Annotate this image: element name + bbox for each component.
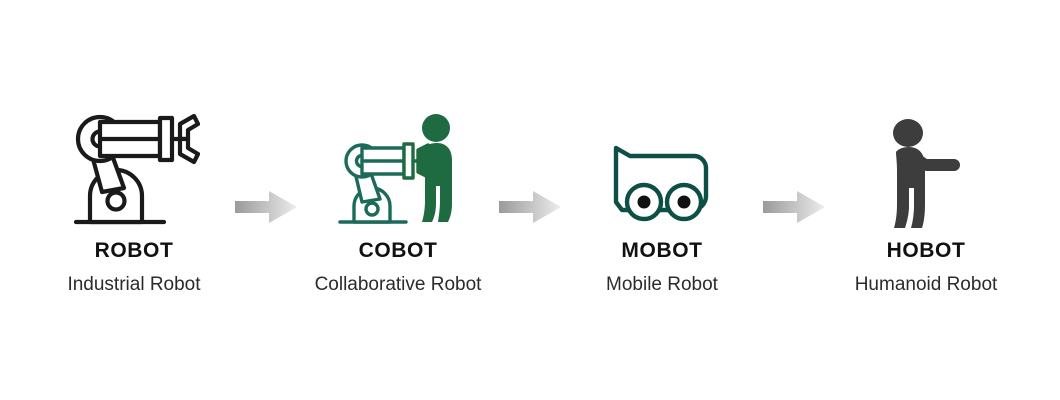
arrow-right-icon-3 — [755, 108, 833, 230]
humanoid-robot-figure-icon — [851, 108, 1001, 230]
arrow-right-icon-1 — [227, 108, 305, 230]
stage-subtitle: Humanoid Robot — [854, 274, 998, 295]
stage-title: COBOT — [358, 239, 438, 262]
stage-title: ROBOT — [94, 239, 174, 262]
stage-subtitle: Industrial Robot — [67, 274, 201, 295]
stage-cobot[interactable]: COBOT Collaborative Robot — [305, 108, 491, 294]
stage-title: HOBOT — [886, 239, 966, 262]
collaborative-robot-human-icon — [323, 108, 473, 230]
mobile-robot-cart-icon — [587, 108, 737, 230]
stage-subtitle: Collaborative Robot — [314, 274, 482, 295]
stage-hobot[interactable]: HOBOT Humanoid Robot — [833, 108, 1019, 294]
stage-flow: ROBOT Industrial Robot — [41, 108, 1019, 294]
industrial-robot-arm-icon — [59, 108, 209, 230]
stage-robot[interactable]: ROBOT Industrial Robot — [41, 108, 227, 294]
stage-title: MOBOT — [621, 239, 703, 262]
arrow-right-icon-2 — [491, 108, 569, 230]
stage-subtitle: Mobile Robot — [606, 274, 718, 295]
stage-mobot[interactable]: MOBOT Mobile Robot — [569, 108, 755, 294]
